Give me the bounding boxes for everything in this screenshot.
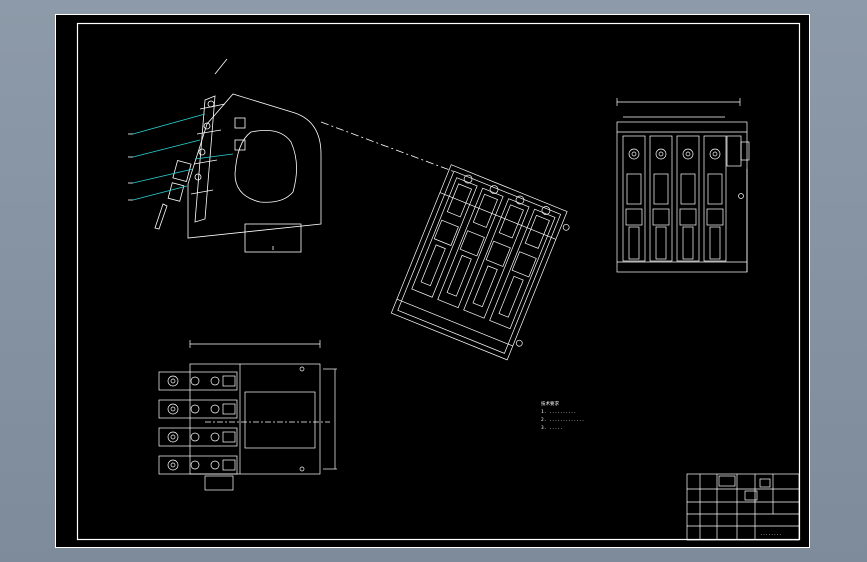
notes-line-4: 3. .....	[541, 425, 563, 431]
side-view-leaders	[132, 113, 234, 201]
notes-line-2: 1. ..........	[541, 409, 576, 415]
notes-line-3: 2. .............	[541, 417, 584, 423]
title-block	[686, 473, 800, 541]
drawing-canvas: 技术要求 1. .......... 2. ............. 3. .…	[55, 14, 810, 548]
front-view	[616, 98, 750, 273]
side-view-leader-ticks	[128, 133, 133, 201]
technical-notes: 技术要求 1. .......... 2. ............. 3. .…	[541, 400, 584, 431]
title-block-drawing-number: ........	[760, 532, 782, 537]
notes-line-1: 技术要求	[541, 400, 559, 407]
drawing-sheet: 技术要求 1. .......... 2. ............. 3. .…	[55, 14, 810, 548]
top-view	[158, 340, 337, 491]
sheet-frame	[55, 14, 810, 548]
side-view	[154, 58, 456, 253]
rotated-assembly-view	[390, 164, 570, 361]
